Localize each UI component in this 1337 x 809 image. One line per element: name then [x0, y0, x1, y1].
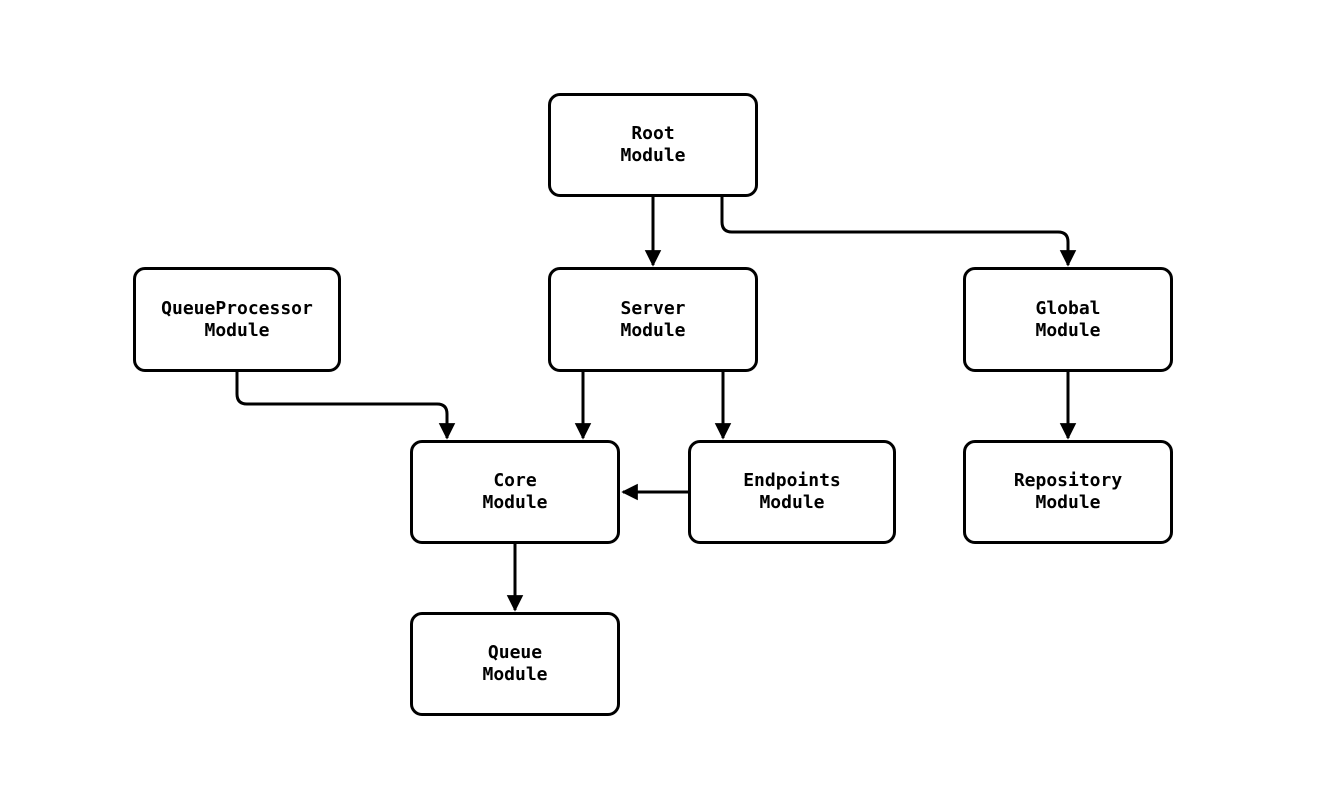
node-queue-module-label: Queue Module: [482, 642, 548, 685]
node-root-module: Root Module: [548, 93, 758, 197]
node-global-module: Global Module: [963, 267, 1173, 372]
node-core-module-label: Core Module: [482, 470, 548, 513]
edge-root-to-global: [720, 197, 1077, 267]
node-core-module: Core Module: [410, 440, 620, 544]
node-root-module-label: Root Module: [620, 123, 686, 166]
node-queue-module: Queue Module: [410, 612, 620, 716]
node-queueprocessor-module-label: QueueProcessor Module: [161, 297, 313, 341]
edge-queueprocessor-to-core: [235, 372, 456, 440]
node-repository-module: Repository Module: [963, 440, 1173, 544]
node-server-module: Server Module: [548, 267, 758, 372]
node-queueprocessor-module: QueueProcessor Module: [133, 267, 341, 372]
node-global-module-label: Global Module: [1035, 297, 1101, 341]
node-endpoints-module: Endpoints Module: [688, 440, 896, 544]
node-repository-module-label: Repository Module: [1013, 470, 1123, 513]
node-endpoints-module-label: Endpoints Module: [743, 470, 841, 513]
node-server-module-label: Server Module: [620, 297, 686, 341]
